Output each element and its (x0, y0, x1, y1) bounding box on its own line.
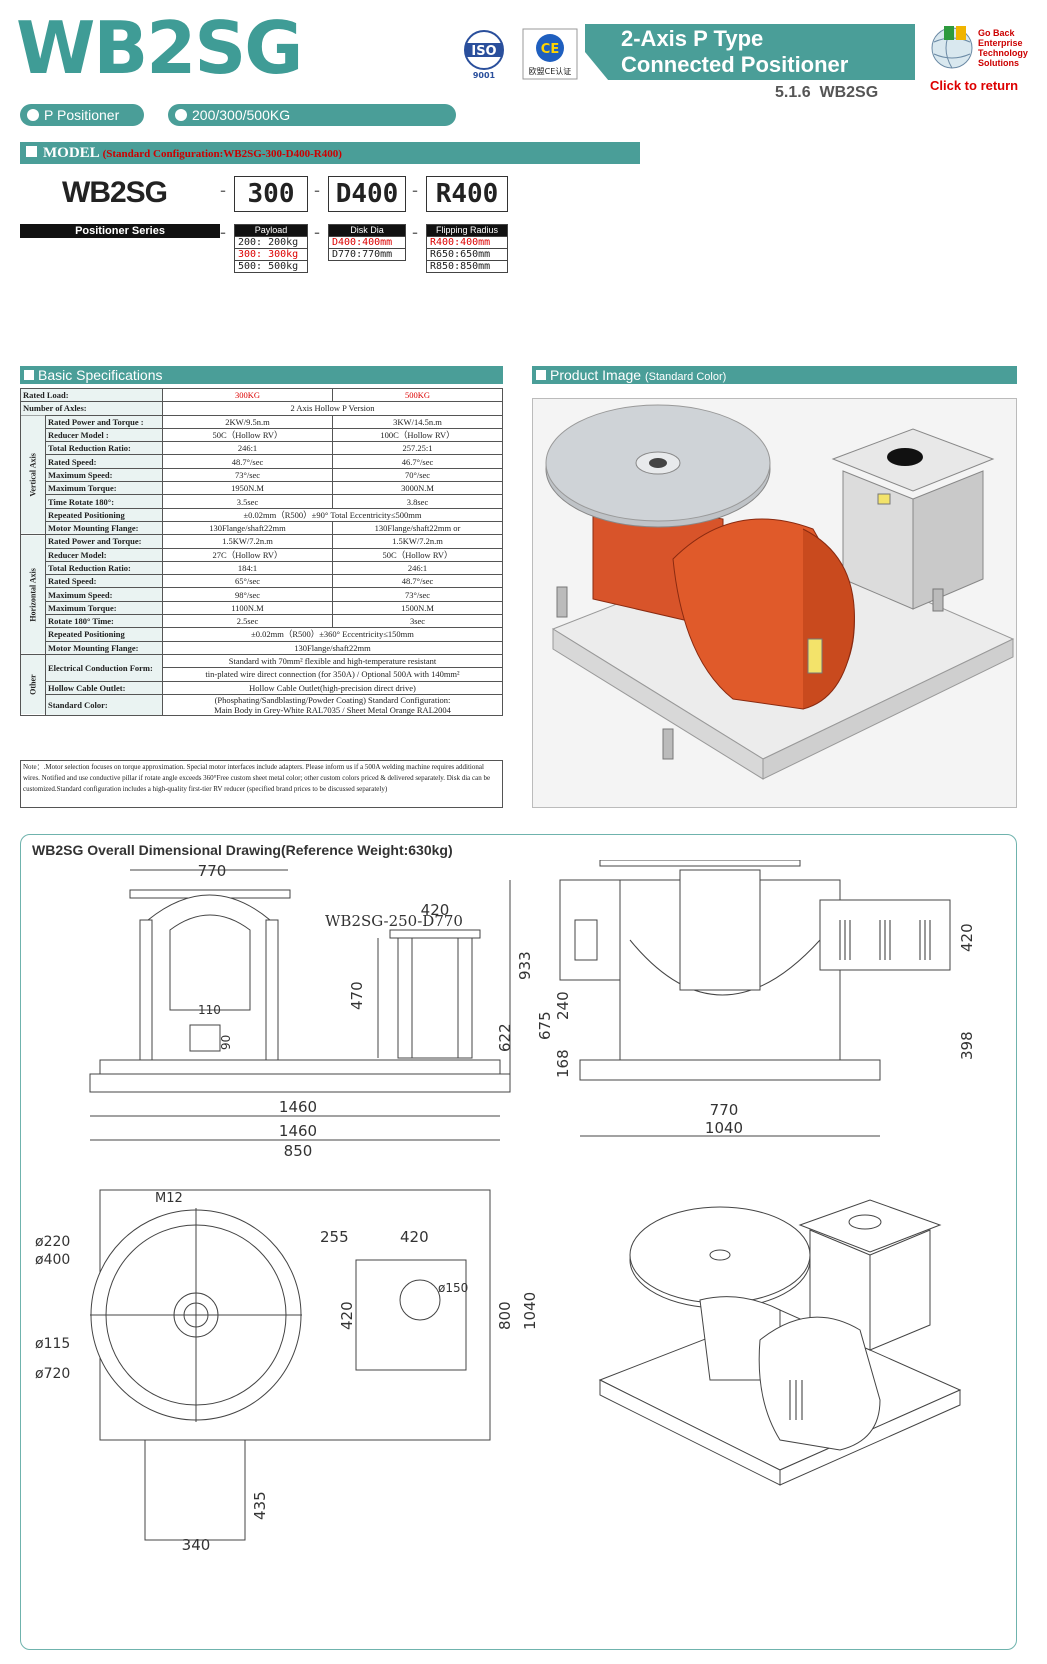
bullet-icon (175, 109, 187, 121)
header-title-line2: Connected Positioner (621, 52, 849, 77)
model-section-bar: MODEL (Standard Configuration:WB2SG-300-… (20, 142, 640, 164)
flip-options: Flipping Radius R400:400mm R650:650mm R8… (426, 224, 508, 273)
dim-850: 850 (284, 1142, 313, 1160)
dim-933: 933 (516, 951, 534, 980)
dim-800: 800 (496, 1301, 514, 1330)
dim-1460-a: 1460 (279, 1098, 317, 1116)
dim-420-c: 420 (400, 1228, 429, 1246)
iso-cert-logo: ISO 9001 (456, 28, 512, 80)
front-view: 770 110 90 420 470 933 622 1460 (89, 862, 534, 1117)
dim-phi720: ø720 (35, 1366, 70, 1382)
square-icon (536, 370, 546, 380)
svg-text:9001: 9001 (473, 71, 496, 80)
dimensional-drawing: 770 110 90 420 470 933 622 1460 WB2SG-25… (20, 859, 1017, 1650)
side-view: 675 240 168 420 398 770 1040 (536, 859, 976, 1137)
spec-row: Number of Axles:2 Axis Hollow P Version (20, 401, 503, 416)
go-back-text: Go Back Enterprise Technology Solutions (978, 28, 1028, 68)
spec-row: Hollow Cable Outlet:Hollow Cable Outlet(… (21, 680, 503, 695)
spec-row: Repeated Positioning±0.02mm（R500）±360° E… (21, 627, 503, 642)
spec-row: Standard Color:(Phosphating/Sandblasting… (21, 693, 503, 716)
dim-240: 240 (554, 991, 572, 1020)
square-icon (24, 370, 34, 380)
dim-90: 90 (219, 1035, 233, 1050)
dim-1040-a: 1040 (705, 1119, 743, 1137)
dim-110: 110 (198, 1003, 221, 1017)
dim-622: 622 (496, 1023, 514, 1052)
bullet-icon (27, 109, 39, 121)
payload-options: Payload 200: 200kg 300: 300kg 500: 500kg (234, 224, 308, 273)
dim-770-b: 770 (710, 1101, 739, 1119)
dim-420-d: 420 (338, 1301, 356, 1330)
spec-row: Motor Mounting Flange:130Flange/shaft22m… (21, 520, 503, 536)
dim-435: 435 (251, 1491, 269, 1520)
pill-type: P Positioner (20, 104, 144, 126)
spec-row: Motor Mounting Flange:130Flange/shaft22m… (21, 640, 503, 655)
dim-470: 470 (348, 981, 366, 1010)
dim-phi220: ø220 (35, 1234, 70, 1250)
click-return-link[interactable]: Click to return (930, 78, 1019, 93)
model-title: WB2SG (16, 6, 303, 90)
pill-load: 200/300/500KG (168, 104, 456, 126)
product-section-bar: Product Image (Standard Color) (532, 366, 1017, 384)
dim-420-b: 420 (958, 923, 976, 952)
header-title-line1: 2-Axis P Type (621, 26, 764, 51)
spec-row: Reducer Model :50C（Hollow RV）100C（Hollow… (21, 427, 503, 443)
drawing-title: WB2SG Overall Dimensional Drawing(Refere… (32, 842, 453, 858)
header-title-box: 2-Axis P Type Connected Positioner (585, 24, 915, 80)
dim-phi400: ø400 (35, 1252, 70, 1268)
dim-m12: M12 (155, 1191, 183, 1206)
drawing-model-label: WB2SG-250-D770 (325, 912, 463, 930)
globe-icon (931, 26, 973, 69)
code-part-payload: 300 (234, 176, 308, 212)
spec-section-bar: Basic Specifications (20, 366, 503, 384)
code-part-disk: D400 (328, 176, 406, 212)
spec-row: Repeated Positioning±0.02mm（R500）±90° To… (21, 507, 503, 522)
dim-phi150: ø150 (438, 1281, 468, 1295)
dim-398: 398 (958, 1031, 976, 1060)
standard-config: (Standard Configuration:WB2SG-300-D400-R… (102, 148, 342, 160)
go-back-button[interactable]: Go Back Enterprise Technology Solutions … (930, 20, 1040, 93)
code-part-flip: R400 (426, 176, 508, 212)
dim-675: 675 (536, 1011, 554, 1040)
square-icon (26, 146, 37, 157)
dim-1460-b: 1460 (279, 1122, 317, 1140)
product-image (532, 398, 1017, 808)
svg-text:欧盟CE认证: 欧盟CE认证 (529, 66, 572, 76)
top-view: 1460 850 M12 ø220 ø400 ø115 ø720 255 420… (35, 1122, 539, 1554)
pill-load-label: 200/300/500KG (192, 107, 291, 123)
model-code: WB2SG (62, 176, 168, 209)
isometric-sketch (598, 1199, 962, 1486)
dim-340: 340 (182, 1536, 211, 1554)
ce-cert-logo: CE 欧盟CE认证 (522, 28, 578, 80)
svg-text:CE: CE (541, 42, 559, 57)
dim-1040-b: 1040 (521, 1292, 539, 1330)
series-label: Positioner Series (20, 224, 220, 238)
dim-phi115: ø115 (35, 1336, 70, 1352)
section-code: 5.1.6 WB2SG (775, 84, 879, 101)
dim-168: 168 (554, 1049, 572, 1078)
disk-options: Disk Dia D400:400mm D770:770mm (328, 224, 406, 261)
dim-420-a: 420 (421, 901, 450, 919)
pill-type-label: P Positioner (44, 107, 120, 123)
dim-255: 255 (320, 1228, 349, 1246)
spec-note: Note：.Motor selection focuses on torque … (20, 760, 503, 808)
dim-770: 770 (198, 862, 227, 880)
svg-text:ISO: ISO (471, 44, 496, 59)
spec-row: Reducer Model:27C（Hollow RV）50C（Hollow R… (21, 547, 503, 562)
